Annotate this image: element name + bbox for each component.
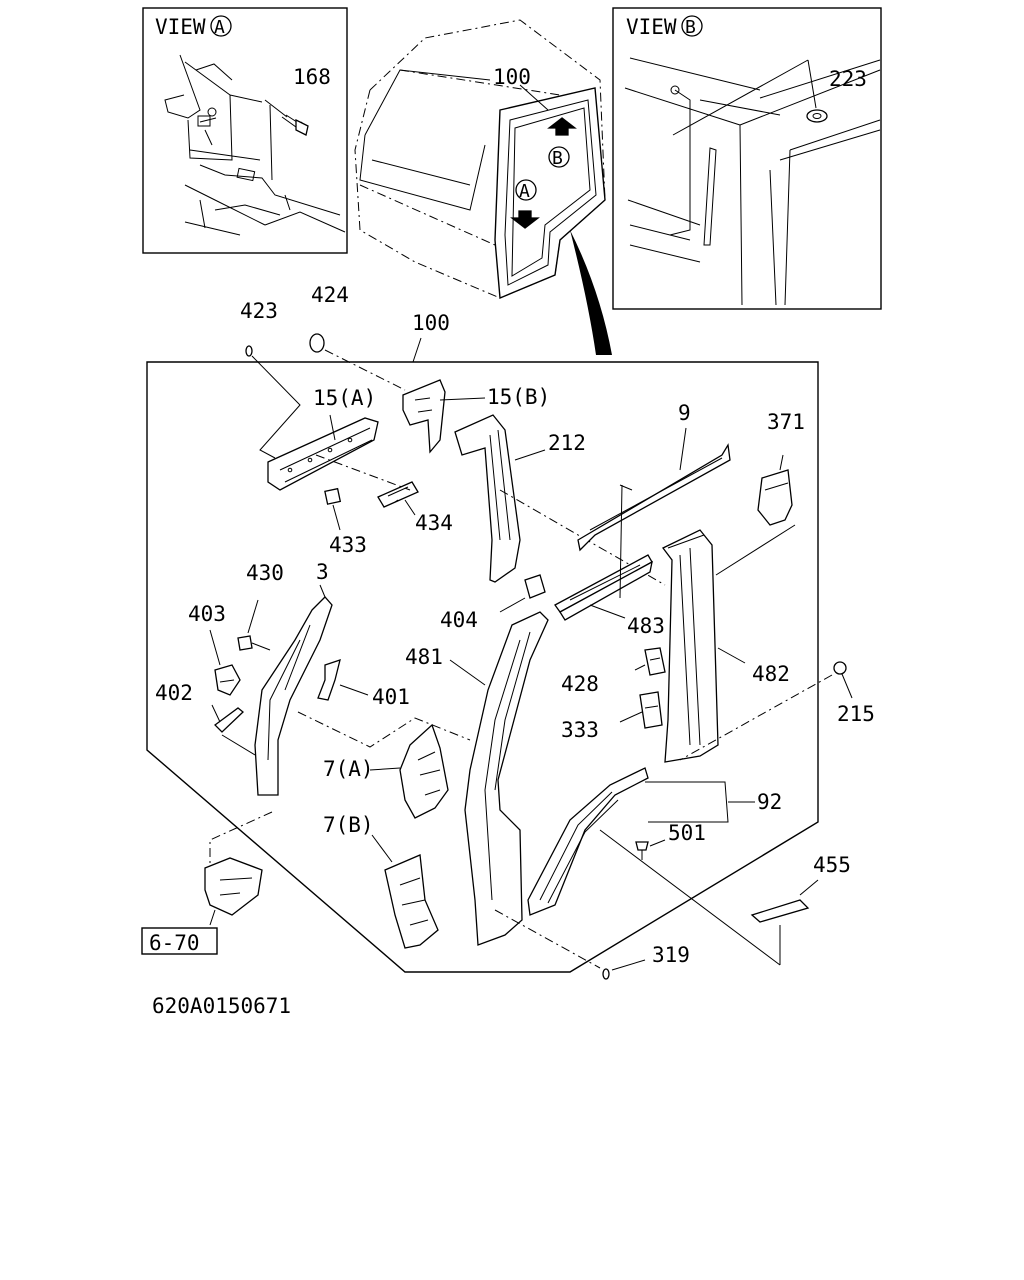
- label-501: 501: [668, 821, 706, 845]
- label-371: 371: [767, 410, 805, 434]
- label-423: 423: [240, 299, 278, 323]
- label-434: 434: [415, 511, 453, 535]
- part-7b: [384, 854, 439, 949]
- part-428: [644, 647, 666, 676]
- label-428: 428: [561, 672, 599, 696]
- label-455: 455: [813, 853, 851, 877]
- inset-view-b-title: VIEW: [626, 15, 677, 39]
- part-401: [317, 659, 341, 701]
- grommet-223: [806, 109, 828, 123]
- part-501: [635, 841, 649, 851]
- reference-box: [141, 927, 218, 955]
- label-433: 433: [329, 533, 367, 557]
- label-15a: 15(A): [313, 386, 376, 410]
- cab-label-100: 100: [493, 65, 531, 89]
- label-482: 482: [752, 662, 790, 686]
- part-481: [464, 611, 549, 946]
- part-212: [454, 414, 521, 583]
- cab-sketch: B A 100: [354, 19, 612, 355]
- label-403: 403: [188, 602, 226, 626]
- label-481: 481: [405, 645, 443, 669]
- label-15b: 15(B): [487, 385, 550, 409]
- part-6-70-ref: [204, 857, 263, 916]
- label-402: 402: [155, 681, 193, 705]
- inset-view-b-marker-circle: [681, 15, 703, 37]
- part-403: [214, 664, 241, 696]
- frame-label-100: 100: [412, 311, 450, 335]
- inset-view-a: VIEW A 168: [142, 7, 348, 254]
- part-455: [750, 899, 810, 923]
- cab-marker-a: A: [519, 181, 530, 202]
- inset-view-b-marker: B: [685, 17, 696, 38]
- inset-view-b-frame: [612, 7, 882, 310]
- part-333: [639, 691, 663, 729]
- label-404: 404: [440, 608, 478, 632]
- part-423: [245, 345, 253, 357]
- label-92: 92: [757, 790, 782, 814]
- label-215: 215: [837, 702, 875, 726]
- cab-marker-b: B: [552, 148, 563, 169]
- cab-marker-a-circle: [515, 179, 537, 201]
- drawing-code: 620A0150671: [152, 994, 291, 1018]
- part-15a: [267, 417, 379, 491]
- label-483: 483: [627, 614, 665, 638]
- label-424: 424: [311, 283, 349, 307]
- view-pointer-arrow: [570, 230, 612, 355]
- inset-view-a-marker: A: [214, 17, 225, 38]
- part-434: [377, 481, 419, 508]
- part-424: [309, 333, 325, 353]
- assembly-frame: [146, 361, 819, 973]
- part-371: [757, 469, 793, 526]
- label-7b: 7(B): [323, 813, 374, 837]
- reference-box-text: 6-70: [149, 931, 200, 955]
- part-3: [254, 596, 333, 796]
- inset-view-b: VIEW B 223: [612, 7, 882, 310]
- part-7a: [399, 723, 449, 819]
- label-7a: 7(A): [323, 757, 374, 781]
- part-402: [214, 707, 244, 733]
- label-401: 401: [372, 685, 410, 709]
- label-9: 9: [678, 401, 691, 425]
- inset-view-a-frame: [142, 7, 348, 254]
- label-333: 333: [561, 718, 599, 742]
- part-319: [602, 968, 610, 980]
- label-212: 212: [548, 431, 586, 455]
- part-430: [237, 635, 253, 651]
- part-92: [527, 767, 649, 916]
- cab-marker-b-circle: [548, 146, 570, 168]
- label-430: 430: [246, 561, 284, 585]
- inset-view-a-marker-circle: [210, 15, 232, 37]
- label-319: 319: [652, 943, 690, 967]
- part-9: [577, 443, 731, 552]
- label-168: 168: [293, 65, 331, 89]
- label-3: 3: [316, 560, 329, 584]
- part-15b: [402, 379, 446, 454]
- part-433: [324, 487, 342, 505]
- inset-view-a-title: VIEW: [155, 15, 206, 39]
- part-215: [833, 661, 847, 675]
- label-223: 223: [829, 67, 867, 91]
- part-404: [524, 574, 546, 599]
